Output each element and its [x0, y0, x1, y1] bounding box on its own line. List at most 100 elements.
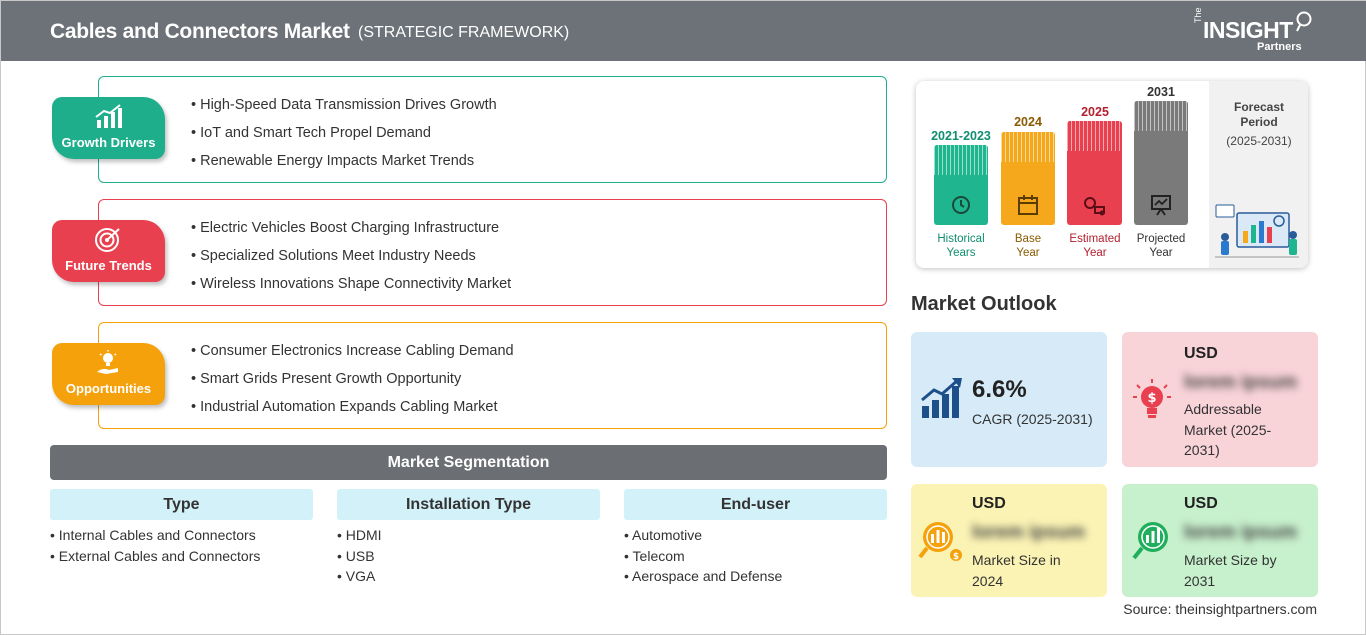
caption-line: Years	[946, 247, 976, 259]
list-item: Industrial Automation Expands Cabling Ma…	[191, 397, 514, 425]
lightbulb-hand-icon	[97, 350, 118, 374]
caption-line: Base	[1014, 233, 1042, 245]
svg-text:$: $	[1147, 391, 1156, 406]
growth-drivers-badge: Growth Drivers	[52, 97, 165, 159]
currency-label: USD	[972, 495, 1006, 512]
timeline-caption: Historical Years	[928, 232, 994, 260]
insight-partners-logo[interactable]: The INSIGHT Partners	[1191, 7, 1321, 55]
timeline-year: 2024	[1014, 115, 1042, 129]
cagr-card: 6.6% CAGR (2025-2031)	[911, 332, 1107, 467]
projection-board-icon	[1151, 195, 1171, 216]
bar-stripes	[1001, 132, 1055, 162]
label-line: Market Size by	[1184, 552, 1277, 568]
market-outlook-title: Market Outlook	[911, 293, 1057, 315]
list-item: External Cables and Connectors	[50, 546, 313, 567]
logo-the: The	[1193, 7, 1203, 23]
source-credit[interactable]: Source: theinsightpartners.com	[1123, 601, 1317, 617]
logo-insight: INSIGHT	[1203, 17, 1293, 43]
addressable-market-label: Addressable Market (2025- 2031)	[1184, 399, 1271, 461]
caption-line: Year	[1016, 247, 1040, 259]
timeline-bar-estimated	[1067, 121, 1122, 225]
growth-drivers-panel: High-Speed Data Transmission Drives Grow…	[98, 76, 887, 183]
growth-bars-icon	[921, 378, 962, 418]
opportunities-badge: Opportunities	[52, 343, 165, 405]
market-size-2031-label: Market Size by 2031	[1184, 550, 1277, 591]
label-line: 2031)	[1184, 442, 1220, 458]
list-item: USB	[337, 546, 600, 567]
timeline-bar-projected	[1134, 101, 1188, 225]
magnifier-chart-icon	[1132, 522, 1168, 560]
list-item: Renewable Energy Impacts Market Trends	[191, 151, 497, 179]
list-item: Telecom	[624, 546, 887, 567]
badge-label: Opportunities	[65, 381, 152, 396]
header-bar: Cables and Connectors Market (STRATEGIC …	[1, 1, 1366, 61]
page-subtitle: (STRATEGIC FRAMEWORK)	[358, 24, 570, 41]
list-item: IoT and Smart Tech Propel Demand	[191, 123, 497, 151]
list-item: Smart Grids Present Growth Opportunity	[191, 369, 514, 397]
forecast-years: (2025-2031)	[1226, 134, 1292, 148]
segmentation-title: Market Segmentation	[50, 445, 887, 480]
timeline-caption: Estimated Year	[1060, 232, 1130, 260]
calendar-icon	[1018, 195, 1038, 215]
timeline-card: 2021-2023 Historical Years 2024 Base Yea	[916, 81, 1308, 268]
market-size-2024-card: $ USD lorem ipsum Market Size in 2024	[911, 484, 1107, 597]
label-line: Addressable	[1184, 401, 1262, 417]
estimate-gears-icon	[1084, 197, 1105, 216]
forecast-line: Forecast	[1233, 100, 1285, 114]
caption-line: Year	[1149, 247, 1173, 259]
bar-stripes	[1067, 121, 1122, 151]
magnifier-money-icon: $	[918, 522, 962, 562]
list-item: Internal Cables and Connectors	[50, 525, 313, 546]
caption-line: Historical	[937, 233, 985, 245]
forecast-line: Period	[1240, 115, 1278, 129]
label-line: 2031	[1184, 572, 1216, 589]
history-clock-icon	[952, 196, 970, 214]
segment-header: End-user	[624, 489, 887, 520]
timeline-bar-base	[1001, 132, 1055, 225]
badge-label: Growth Drivers	[61, 135, 156, 150]
market-size-2031-value: lorem ipsum	[1184, 522, 1297, 543]
future-trends-panel: Electric Vehicles Boost Charging Infrast…	[98, 199, 887, 306]
list-item: Aerospace and Defense	[624, 566, 887, 587]
money-bulb-icon: $	[1133, 379, 1171, 418]
opportunities-panel: Consumer Electronics Increase Cabling De…	[98, 322, 887, 429]
logo-partners: Partners	[1257, 41, 1302, 53]
caption-line: Estimated	[1069, 233, 1121, 245]
list-item: Wireless Innovations Shape Connectivity …	[191, 274, 511, 302]
segment-header: Type	[50, 489, 313, 520]
list-item: Automotive	[624, 525, 887, 546]
list-item: Electric Vehicles Boost Charging Infrast…	[191, 218, 511, 246]
addressable-market-value: lorem ipsum	[1184, 372, 1297, 393]
target-icon	[95, 228, 120, 252]
label-line: Market Size in	[972, 552, 1061, 568]
currency-label: USD	[1184, 495, 1218, 512]
timeline-year: 2021-2023	[931, 129, 991, 143]
list-item: High-Speed Data Transmission Drives Grow…	[191, 95, 497, 123]
svg-text:$: $	[953, 552, 959, 562]
bar-stripes	[1134, 101, 1188, 131]
list-item: VGA	[337, 566, 600, 587]
timeline-year: 2031	[1147, 85, 1175, 99]
badge-label: Future Trends	[65, 258, 152, 273]
analytics-illustration-icon	[1215, 204, 1299, 258]
caption-line: Projected	[1136, 233, 1186, 245]
market-size-2031-card: USD lorem ipsum Market Size by 2031	[1122, 484, 1318, 597]
future-trends-badge: Future Trends	[52, 220, 165, 282]
timeline-year: 2025	[1081, 105, 1109, 119]
caption-line: Year	[1083, 247, 1107, 259]
cagr-label: CAGR (2025-2031)	[972, 411, 1093, 427]
segment-type: Type Internal Cables and Connectors Exte…	[50, 489, 313, 566]
market-size-2024-value: lorem ipsum	[972, 522, 1085, 543]
cagr-value: 6.6%	[972, 376, 1027, 403]
growth-chart-icon	[95, 104, 122, 128]
list-item: Consumer Electronics Increase Cabling De…	[191, 341, 514, 369]
list-item: Specialized Solutions Meet Industry Need…	[191, 246, 511, 274]
page-title: Cables and Connectors Market	[50, 20, 350, 43]
timeline-bar-historical	[934, 145, 988, 225]
label-line: 2024	[972, 572, 1004, 589]
segment-header: Installation Type	[337, 489, 600, 520]
list-item: HDMI	[337, 525, 600, 546]
logo-magnifier-icon	[1296, 11, 1312, 32]
label-line: Market (2025-	[1184, 421, 1272, 438]
